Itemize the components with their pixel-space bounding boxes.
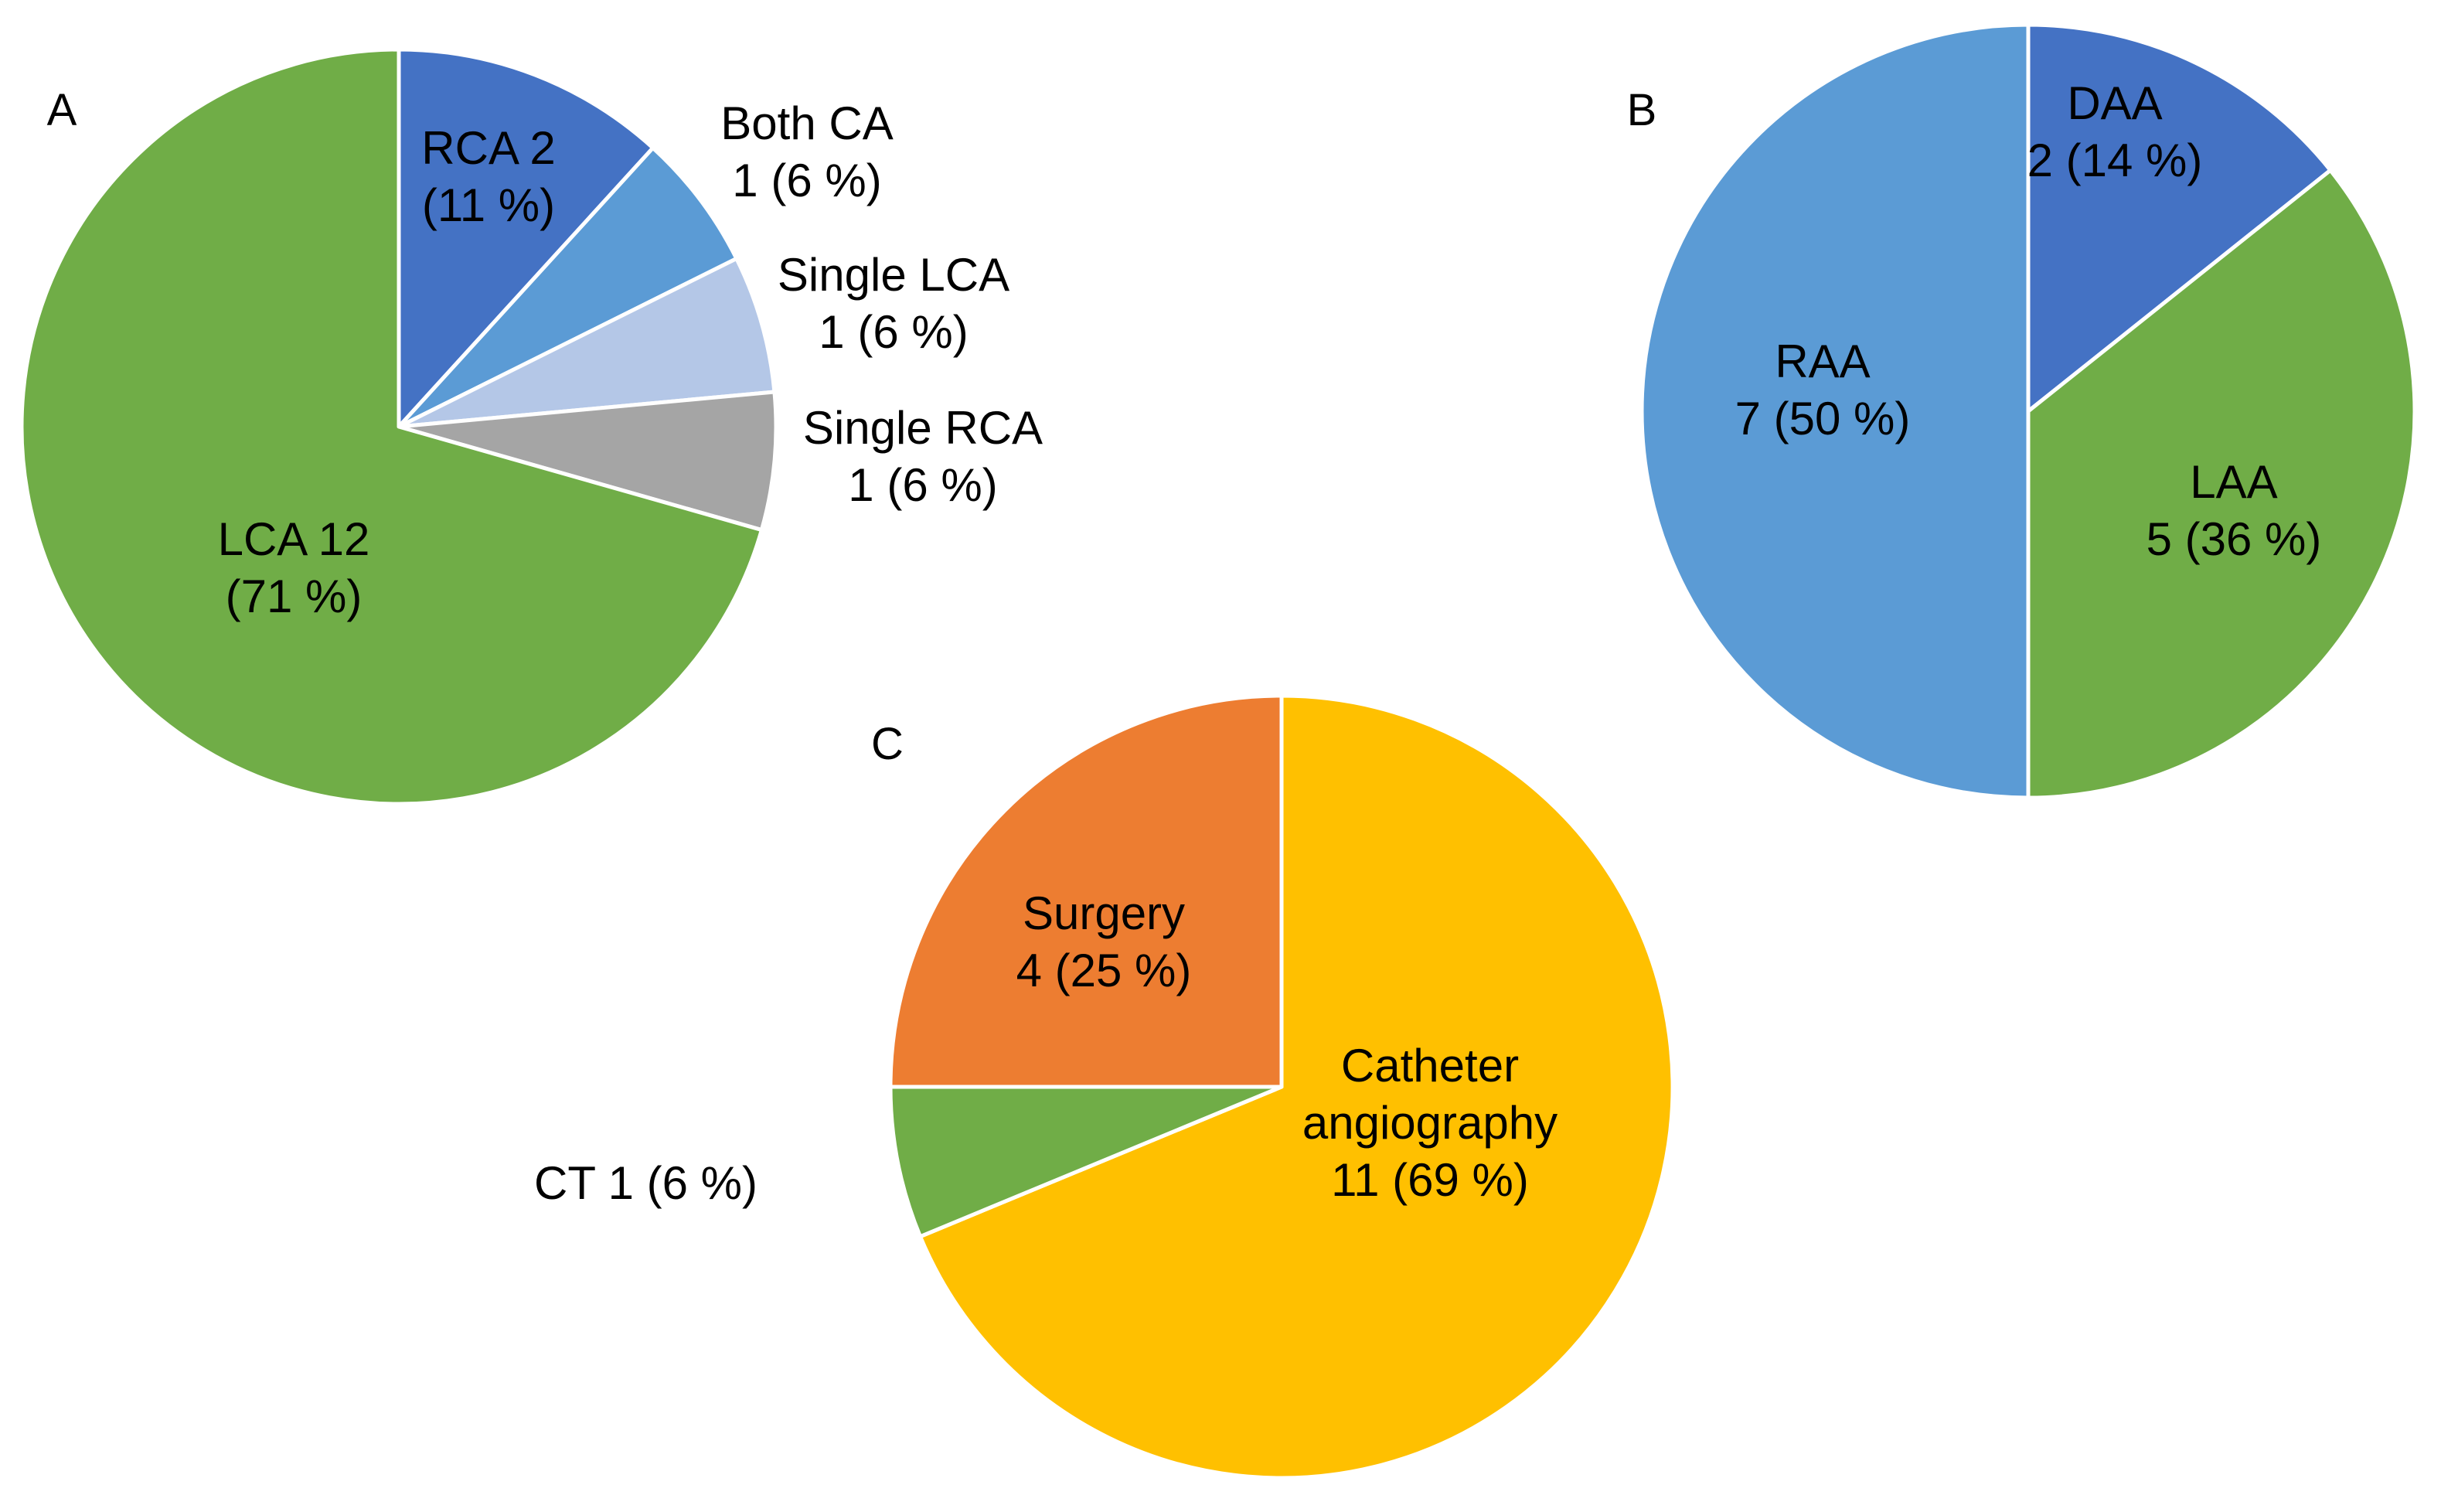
panel-label-a: A — [47, 85, 77, 135]
pie-slice-daa — [2026, 22, 2333, 414]
slice-label-line: angiography — [1302, 1097, 1558, 1149]
slice-label-line: Single RCA — [803, 402, 1043, 454]
slice-label-line: 11 (69 %) — [1331, 1154, 1529, 1206]
slice-label-line: (11 %) — [422, 179, 555, 231]
slice-label-line: 4 (25 %) — [1016, 945, 1192, 996]
slice-label-surgery: Surgery 4 (25 %) — [1016, 887, 1192, 996]
slice-label-line: Both CA — [720, 97, 893, 149]
slice-label-line: RCA 2 — [421, 122, 555, 174]
slice-label-line: Catheter — [1341, 1040, 1519, 1091]
panel-label-c: C — [871, 719, 904, 769]
slice-label-line: CT 1 (6 %) — [534, 1157, 757, 1209]
slice-label-ct: CT 1 (6 %) — [534, 1157, 757, 1209]
slice-label-line: Single LCA — [778, 249, 1009, 301]
pie-slice-rca — [397, 47, 655, 429]
pie-slice-catheter-angiography — [918, 693, 1675, 1480]
pie-slice-raa — [1639, 22, 2031, 800]
pie-slice-laa — [2026, 168, 2417, 800]
slice-label-lca: LCA 12(71 %) — [218, 513, 370, 622]
slice-label-raa: RAA 7 (50 %) — [1735, 335, 1911, 444]
slice-label-daa: DAA 2 (14 %) — [2027, 77, 2203, 186]
slice-label-line: 5 (36 %) — [2147, 513, 2322, 565]
pie-slice-surgery — [888, 693, 1284, 1089]
slice-label-line: 1 (6 %) — [819, 306, 968, 358]
pie-slice-ct — [888, 1085, 1284, 1239]
slice-label-line: 2 (14 %) — [2027, 135, 2203, 186]
slice-label-line: RAA — [1775, 335, 1870, 387]
pie-slice-single-lca — [397, 256, 777, 429]
slice-label-line: 1 (6 %) — [848, 459, 997, 511]
slice-label-line: 7 (50 %) — [1735, 393, 1911, 444]
slice-label-line: Surgery — [1023, 887, 1185, 939]
panel-label-b: B — [1627, 85, 1657, 135]
pie-slice-lca — [19, 47, 764, 806]
slice-label-rca: RCA 2(11 %) — [421, 122, 555, 231]
slice-label-line: (71 %) — [226, 570, 363, 622]
pie-slice-single-rca — [397, 390, 778, 533]
slice-label-line: 1 (6 %) — [732, 155, 881, 206]
slice-label-line: LAA — [2190, 456, 2277, 508]
slice-label-both-ca: Both CA 1 (6 %) — [720, 97, 893, 206]
slice-label-line: DAA — [2067, 77, 2162, 129]
pie-slice-both-ca — [397, 145, 739, 429]
slice-label-line: LCA 12 — [218, 513, 370, 565]
